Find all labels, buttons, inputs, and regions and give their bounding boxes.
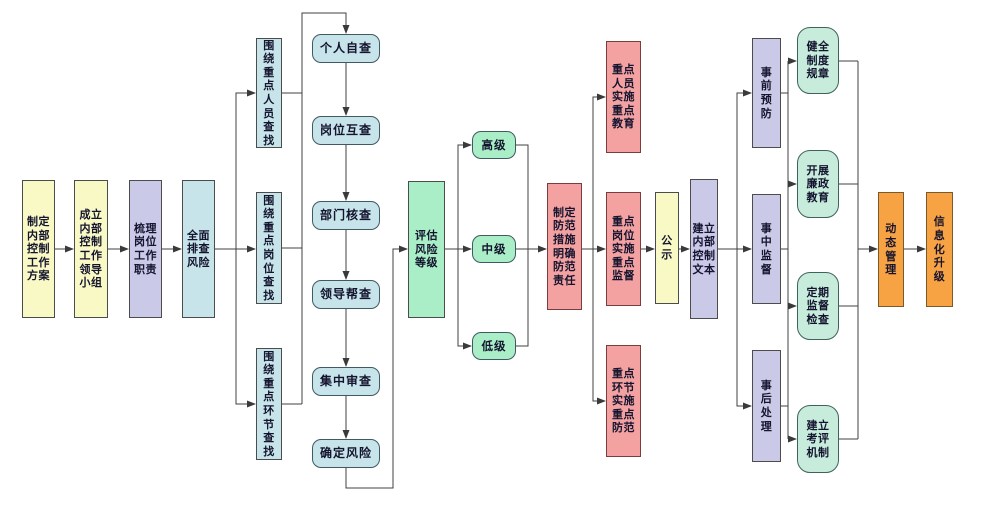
node-centralized-review: 集中审查 — [312, 367, 380, 396]
node-label: 确定风险 — [319, 446, 372, 461]
node-label: 信 息 化 升 级 — [933, 215, 946, 283]
node-assess-risk-level: 评估 风险 等级 — [408, 181, 445, 318]
node-periodic-supervision-check: 定期 监督 检查 — [797, 272, 839, 340]
node-label: 围 绕 重 点 人 员 查 找 — [263, 38, 275, 147]
node-label: 成立 内部 控制 工作 领导 小组 — [79, 208, 103, 290]
node-label: 全面 排查 风险 — [187, 228, 210, 269]
node-label: 公 示 — [661, 234, 673, 261]
connector — [736, 249, 752, 410]
node-level-high: 高级 — [472, 131, 516, 159]
connector — [516, 144, 529, 347]
node-label: 制定 内部 控制 工作 方案 — [27, 214, 50, 283]
node-label: 岗位互查 — [319, 123, 372, 138]
node-label: 开展 廉政 教育 — [806, 163, 830, 204]
connector — [235, 249, 256, 408]
node-label: 高级 — [481, 137, 507, 152]
connector — [301, 12, 350, 404]
node-find-by-key-posts: 围 绕 重 点 岗 位 查 找 — [256, 192, 282, 304]
node-make-prevention-measures: 制定 防范 措施 明确 防范 责任 — [547, 183, 582, 310]
node-label: 领导帮查 — [319, 287, 372, 302]
node-determine-risk: 确定风险 — [312, 439, 380, 468]
node-department-verify: 部门核查 — [312, 201, 380, 230]
node-public-announcement: 公 示 — [655, 192, 679, 304]
node-post-mutual-check: 岗位互查 — [312, 116, 380, 145]
node-label: 重点 人员 实施 重点 教育 — [612, 62, 635, 131]
node-dynamic-management: 动 态 管 理 — [878, 192, 904, 307]
connector — [457, 141, 472, 249]
node-key-posts-key-supervision: 重点 岗位 实施 重点 监督 — [606, 192, 641, 306]
node-label: 低级 — [481, 338, 507, 353]
node-label: 中级 — [481, 241, 507, 256]
node-conduct-integrity-education: 开展 廉政 教育 — [797, 150, 839, 218]
node-label: 健全 制度 规章 — [806, 40, 830, 81]
node-label: 部门核查 — [319, 208, 372, 223]
connector — [235, 89, 256, 249]
node-overall-risk-screening: 全面 排查 风险 — [182, 180, 215, 318]
node-label: 重点 岗位 实施 重点 监督 — [612, 214, 635, 283]
node-label: 围 绕 重 点 岗 位 查 找 — [263, 193, 275, 302]
node-build-internal-control-text: 建立 内部 控制 文本 — [690, 179, 718, 319]
node-label: 定期 监督 检查 — [806, 285, 830, 326]
node-label: 事 前 预 防 — [760, 65, 773, 120]
node-label: 个人自查 — [319, 41, 372, 56]
connector — [457, 249, 472, 350]
node-personal-self-check: 个人自查 — [312, 34, 380, 63]
connector — [345, 245, 408, 489]
node-build-evaluation-mechanism: 建立 考评 机制 — [797, 405, 839, 473]
node-make-internal-control-plan: 制定 内部 控制 工作 方案 — [22, 180, 55, 318]
node-label: 围 绕 重 点 环 节 查 找 — [263, 349, 275, 458]
node-label: 评估 风险 等级 — [415, 229, 438, 270]
node-find-by-key-personnel: 围 绕 重 点 人 员 查 找 — [256, 38, 282, 148]
node-leader-assist-check: 领导帮查 — [312, 280, 380, 309]
node-level-medium: 中级 — [472, 235, 516, 263]
connector — [736, 89, 752, 249]
node-label: 集中审查 — [319, 374, 372, 389]
node-label: 事 后 处 理 — [760, 378, 773, 433]
node-improve-rules: 健全 制度 规章 — [797, 27, 839, 94]
node-label: 建立 内部 控制 文本 — [692, 221, 716, 276]
node-find-by-key-links: 围 绕 重 点 环 节 查 找 — [256, 348, 282, 460]
node-sort-post-duties: 梳理 岗位 工作 职责 — [129, 180, 162, 318]
node-label: 重点 环节 实施 重点 防范 — [612, 366, 635, 435]
node-post-event-handling: 事 后 处 理 — [752, 350, 781, 462]
node-key-personnel-key-education: 重点 人员 实施 重点 教育 — [606, 41, 641, 153]
node-label: 事 中 监 督 — [760, 221, 773, 276]
node-level-low: 低级 — [472, 332, 516, 360]
node-label: 建立 考评 机制 — [806, 418, 830, 459]
node-in-event-supervision: 事 中 监 督 — [752, 194, 781, 304]
node-setup-leading-group: 成立 内部 控制 工作 领导 小组 — [74, 180, 108, 318]
connector — [592, 93, 606, 249]
connector — [592, 249, 606, 405]
node-label: 制定 防范 措施 明确 防范 责任 — [553, 205, 576, 287]
node-key-links-key-prevention: 重点 环节 实施 重点 防范 — [606, 345, 641, 457]
node-informatization-upgrade: 信 息 化 升 级 — [926, 192, 953, 307]
node-label: 梳理 岗位 工作 职责 — [134, 221, 157, 276]
node-pre-event-prevention: 事 前 预 防 — [752, 38, 781, 148]
node-label: 动 态 管 理 — [885, 222, 897, 277]
